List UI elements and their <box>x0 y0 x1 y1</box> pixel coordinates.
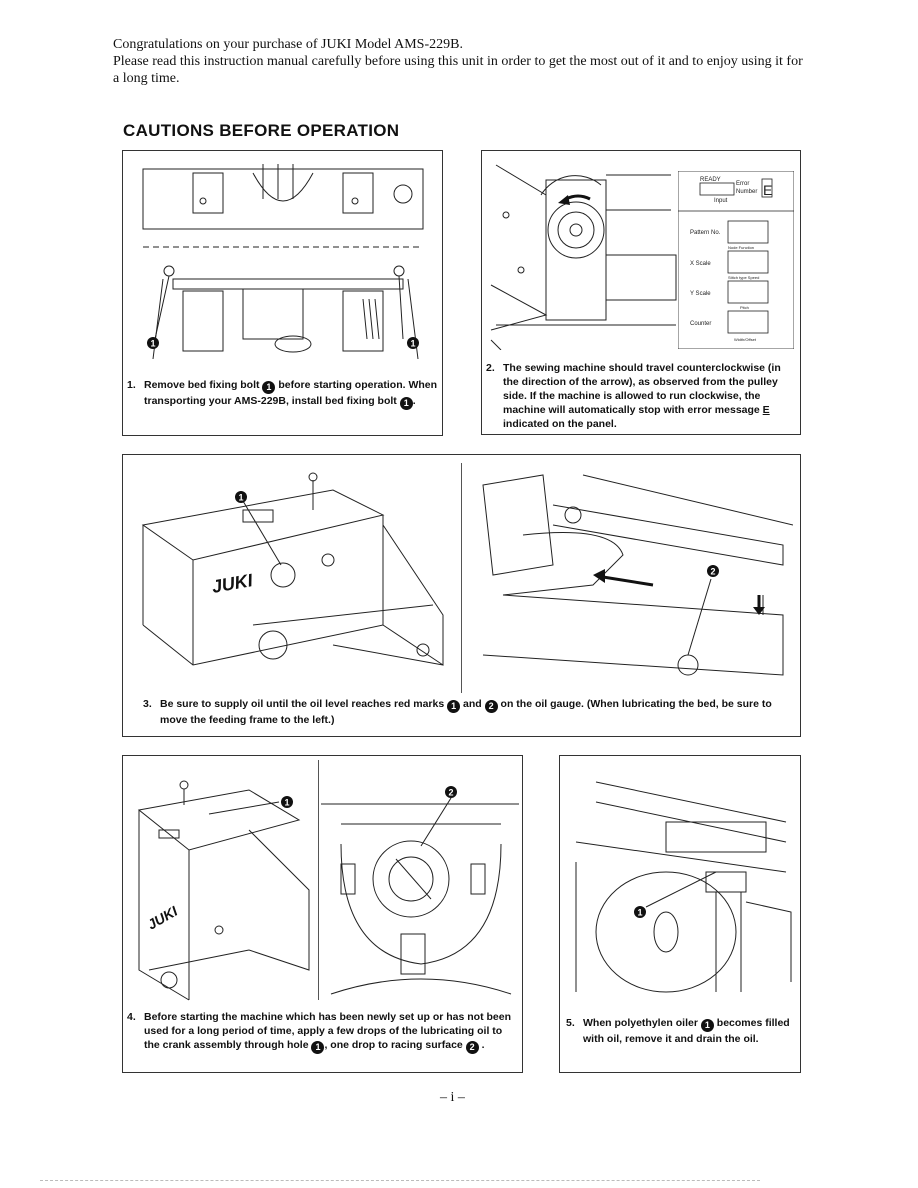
caution-3-text-b: and <box>463 698 482 710</box>
panel-error-label: Error <box>736 181 749 187</box>
marker-2: 2 <box>484 700 498 713</box>
polyethylene-oiler-illustration: 1 <box>575 781 792 993</box>
oil-gauge-illustration-right: 2 <box>482 474 793 676</box>
caution-4-text: 4. Before starting the machine which has… <box>127 1010 519 1054</box>
error-code: E <box>762 404 770 416</box>
intro-text: Congratulations on your purchase of JUKI… <box>113 36 803 87</box>
caution-5-number: 5. <box>566 1017 575 1029</box>
panel-3-divider <box>461 463 462 693</box>
marker-2: 2 <box>465 1041 479 1054</box>
marker-1: 1 <box>311 1041 325 1054</box>
marker-1: 1 <box>262 381 276 394</box>
juki-logo: JUKI <box>210 570 255 597</box>
panel-pattern-no-label: Pattern No. <box>690 230 721 236</box>
page-number: – i – <box>440 1090 465 1105</box>
panel-y-scale-sub: Stitch type Speed <box>728 275 759 280</box>
bed-fixing-bolt-illustration: 1 1 <box>142 164 424 359</box>
fig4-marker-2: 2 <box>448 788 453 798</box>
caution-4-text-a: Before starting the machine which has be… <box>144 1011 511 1051</box>
intro-line-2: Please read this instruction manual care… <box>113 54 803 86</box>
operation-panel-illustration: READY Error Number Input Pattern No. X S… <box>678 171 794 349</box>
fig3-marker-1: 1 <box>238 493 243 503</box>
caution-panel-4: JUKI 1 2 4. Before starting the machine … <box>122 755 523 1073</box>
panel-error-display: E <box>763 182 772 198</box>
caution-panel-5: 1 5. When polyethylen oiler 1 becomes fi… <box>559 755 801 1073</box>
panel-counter-label: Counter <box>690 321 711 327</box>
fig5-marker-1: 1 <box>637 908 642 918</box>
caution-1-text-a: Remove bed fixing bolt <box>144 379 260 391</box>
caution-1-number: 1. <box>127 379 136 391</box>
caution-4-number: 4. <box>127 1011 136 1023</box>
panel-pitch-label: Pitch <box>740 305 749 310</box>
intro-line-1: Congratulations on your purchase of JUKI… <box>113 37 463 52</box>
caution-3-text-c: on the oil gauge. (When lubricating the … <box>160 698 772 726</box>
panel-x-scale-label: X Scale <box>690 261 711 267</box>
caution-5-text-b: becomes filled with oil, remove it and d… <box>583 1017 790 1045</box>
caution-panel-1: 1 1 1. Remove bed fixing bolt 1 before s… <box>122 150 443 436</box>
footer-rule <box>40 1180 760 1181</box>
crank-oiling-illustration: JUKI 1 <box>137 780 310 1001</box>
panel-number-label: Number <box>736 189 757 195</box>
fig1-marker-left: 1 <box>150 339 155 349</box>
juki-logo-small: JUKI <box>145 902 182 932</box>
panel-4-divider <box>318 760 319 1000</box>
marker-1: 1 <box>447 700 461 713</box>
caution-panel-3: JUKI 1 2 3. Be sure to supply oil until … <box>122 454 801 737</box>
fig3-marker-2: 2 <box>710 567 715 577</box>
caution-3-text: 3. Be sure to supply oil until the oil l… <box>143 697 783 727</box>
caution-1-text-b: before starting operation. When transpor… <box>144 379 438 407</box>
panel-input-label: Input <box>714 198 728 204</box>
marker-1: 1 <box>399 397 413 410</box>
fig4-marker-1: 1 <box>284 798 289 808</box>
caution-2-text: 2. The sewing machine should travel coun… <box>486 361 798 431</box>
caution-4-text-b: , one drop to racing surface <box>324 1039 463 1051</box>
caution-2-number: 2. <box>486 362 495 374</box>
pulley-rotation-illustration <box>490 164 677 350</box>
panel-ready-label: READY <box>700 177 721 183</box>
marker-1: 1 <box>700 1019 714 1032</box>
oil-gauge-illustration-left: JUKI 1 <box>141 472 444 666</box>
caution-2-text-a: The sewing machine should travel counter… <box>503 362 781 416</box>
fig1-marker-right: 1 <box>410 339 415 349</box>
caution-5-text-a: When polyethylen oiler <box>583 1017 698 1029</box>
caution-2-text-b: indicated on the panel. <box>503 418 617 430</box>
caution-4-text-c: . <box>481 1039 485 1051</box>
panel-x-scale-sub: Node Function <box>728 245 754 250</box>
caution-3-number: 3. <box>143 698 152 710</box>
racing-surface-illustration: 2 <box>321 786 519 995</box>
caution-1-text: 1. Remove bed fixing bolt 1 before start… <box>127 378 439 410</box>
panel-counter-sub: Width/Offset <box>734 337 757 342</box>
caution-panel-2: READY Error Number Input Pattern No. X S… <box>481 150 801 435</box>
caution-5-text: 5. When polyethylen oiler 1 becomes fill… <box>566 1016 798 1046</box>
caution-1-text-c: . <box>412 395 416 407</box>
panel-y-scale-label: Y Scale <box>690 291 711 297</box>
caution-3-text-a: Be sure to supply oil until the oil leve… <box>160 698 445 710</box>
section-heading: CAUTIONS BEFORE OPERATION <box>123 121 400 140</box>
